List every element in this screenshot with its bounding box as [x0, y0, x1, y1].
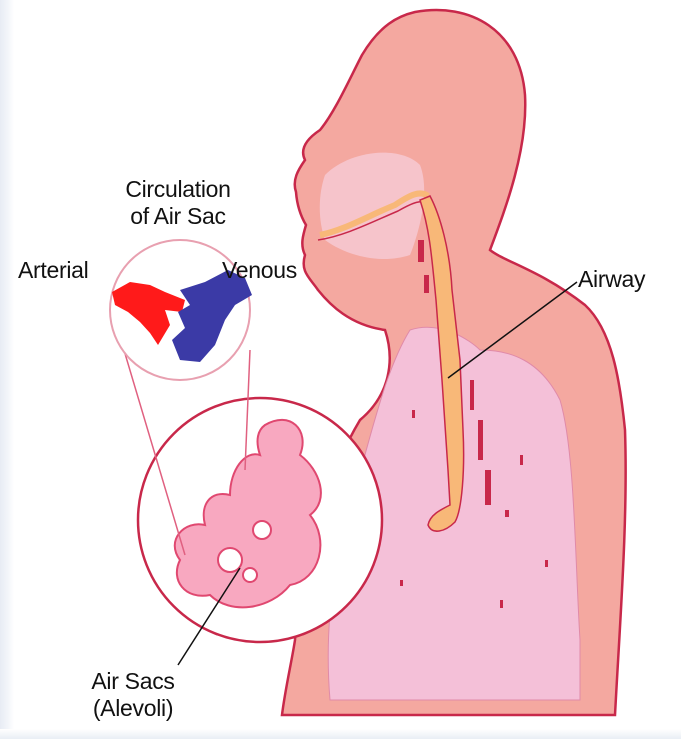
air-sacs-label-line2: (Alevoli): [58, 695, 208, 722]
circulation-title-line1: Circulation: [78, 176, 278, 203]
arterial-label: Arterial: [18, 257, 88, 284]
venous-label: Venous: [222, 257, 297, 284]
circulation-title-line2: of Air Sac: [78, 203, 278, 230]
air-sacs-label-line1: Air Sacs: [58, 668, 208, 695]
airway-label: Airway: [578, 266, 645, 293]
air-sacs-label: Air Sacs (Alevoli): [58, 668, 208, 722]
circulation-title: Circulation of Air Sac: [78, 176, 278, 230]
